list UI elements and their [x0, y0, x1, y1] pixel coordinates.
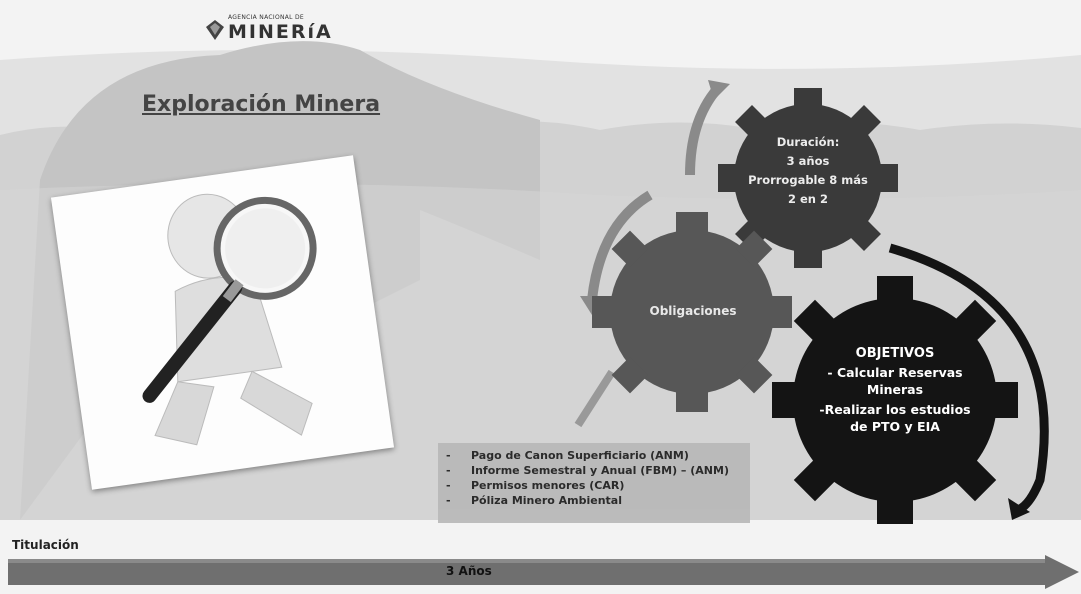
obligaciones-label: Obligaciones	[649, 304, 737, 318]
pointer-line	[574, 369, 616, 428]
gears-diagram	[574, 80, 1049, 524]
list-bullet: -	[446, 449, 451, 462]
list-item: - Permisos menores (CAR)	[446, 478, 729, 493]
curved-arrow-right	[888, 243, 1049, 515]
objetivos-item-1-line-1: - Calcular Reservas	[827, 365, 963, 380]
list-bullet: -	[446, 464, 451, 477]
agency-logo: AGENCIA NACIONAL DE MINERíA	[200, 14, 333, 48]
curved-arrow-top	[685, 84, 722, 176]
duracion-text: Duración: 3 años Prorrogable 8 más 2 en …	[748, 133, 868, 209]
objetivos-label: OBJETIVOS	[855, 346, 935, 361]
duracion-label: Duración:	[776, 135, 840, 149]
page-title: Exploración Minera	[142, 92, 381, 117]
list-item: - Informe Semestral y Anual (FBM) – (ANM)	[446, 463, 729, 478]
list-item-text: Informe Semestral y Anual (FBM) – (ANM)	[471, 464, 729, 477]
duracion-line-2: Prorrogable 8 más	[748, 173, 868, 187]
curved-arrow-left	[587, 190, 653, 301]
duracion-line-3: 2 en 2	[788, 192, 828, 206]
logo-title: MINERíA	[228, 21, 333, 43]
list-bullet: -	[446, 479, 451, 492]
list-item-text: Póliza Minero Ambiental	[471, 494, 622, 507]
list-bullet: -	[446, 494, 451, 507]
explorer-photo	[50, 155, 395, 490]
list-item-text: Permisos menores (CAR)	[471, 479, 625, 492]
magnifying-glass-figure-icon	[142, 193, 317, 446]
timeline-arrow	[8, 555, 1079, 589]
objetivos-item-2-line-2: de PTO y EIA	[850, 419, 940, 434]
objetivos-item-2-line-1: -Realizar los estudios	[819, 402, 971, 417]
list-item: - Pago de Canon Superficiario (ANM)	[446, 448, 729, 463]
duracion-line-1: 3 años	[786, 154, 830, 168]
obligations-list-box: - Pago de Canon Superficiario (ANM) - Info…	[438, 443, 750, 523]
gear-obligaciones	[592, 212, 792, 412]
objetivos-text: OBJETIVOS - Calcular Reservas Mineras -R…	[800, 345, 990, 435]
timeline-start-label: Titulación	[12, 538, 79, 552]
list-item: - Póliza Minero Ambiental	[446, 493, 729, 508]
timeline-duration-label: 3 Años	[446, 564, 492, 578]
list-item-text: Pago de Canon Superficiario (ANM)	[471, 449, 689, 462]
gear-objetivos	[772, 276, 1018, 524]
objetivos-item-1-line-2: Mineras	[866, 382, 924, 397]
logo-subtitle: AGENCIA NACIONAL DE	[228, 14, 305, 21]
obligations-list: - Pago de Canon Superficiario (ANM) - Info…	[446, 448, 729, 508]
diamond-logo-icon	[206, 20, 224, 40]
